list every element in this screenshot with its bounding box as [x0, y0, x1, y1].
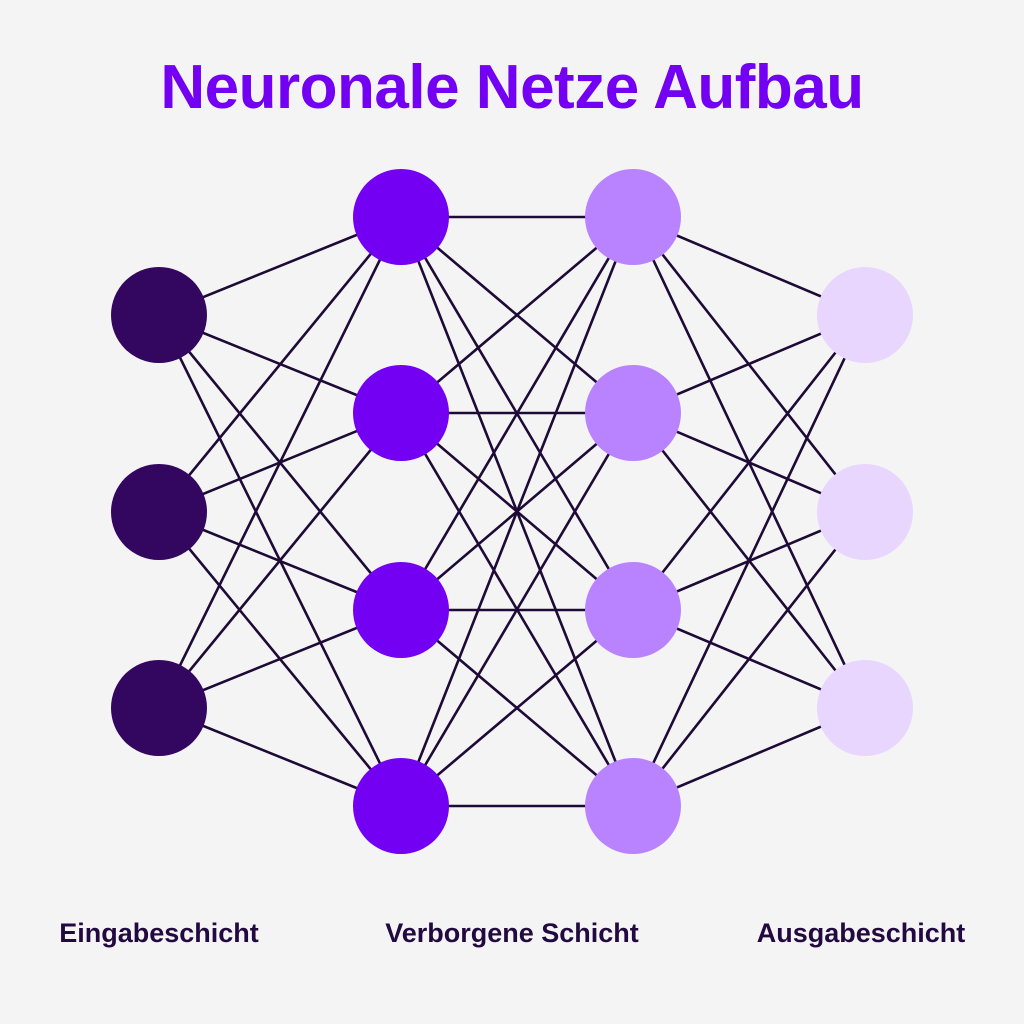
connection-line — [157, 412, 403, 709]
input-neuron — [111, 267, 207, 363]
connection-line — [399, 412, 635, 807]
neurons — [111, 169, 913, 854]
page-title: Neuronale Netze Aufbau — [160, 53, 864, 122]
output-neuron — [817, 660, 913, 756]
connections — [157, 215, 867, 808]
output-neuron — [817, 267, 913, 363]
connection-line — [631, 314, 867, 611]
hidden-2-neuron — [585, 562, 681, 658]
hidden-layer-label: Verborgene Schicht — [385, 918, 639, 948]
input-neuron — [111, 464, 207, 560]
hidden-1-neuron — [353, 169, 449, 265]
connection-line — [399, 216, 635, 807]
connection-line — [157, 216, 403, 513]
connection-line — [631, 314, 867, 807]
hidden-2-neuron — [585, 758, 681, 854]
input-neuron — [111, 660, 207, 756]
hidden-2-neuron — [585, 365, 681, 461]
connection-line — [399, 216, 635, 611]
output-layer-label: Ausgabeschicht — [756, 918, 966, 948]
hidden-1-neuron — [353, 365, 449, 461]
hidden-1-neuron — [353, 758, 449, 854]
hidden-2-neuron — [585, 169, 681, 265]
connection-line — [157, 216, 403, 709]
input-layer-label: Eingabeschicht — [59, 918, 259, 948]
connection-line — [400, 216, 634, 414]
connection-line — [400, 609, 634, 807]
connection-line — [631, 511, 867, 807]
output-neuron — [817, 464, 913, 560]
hidden-1-neuron — [353, 562, 449, 658]
